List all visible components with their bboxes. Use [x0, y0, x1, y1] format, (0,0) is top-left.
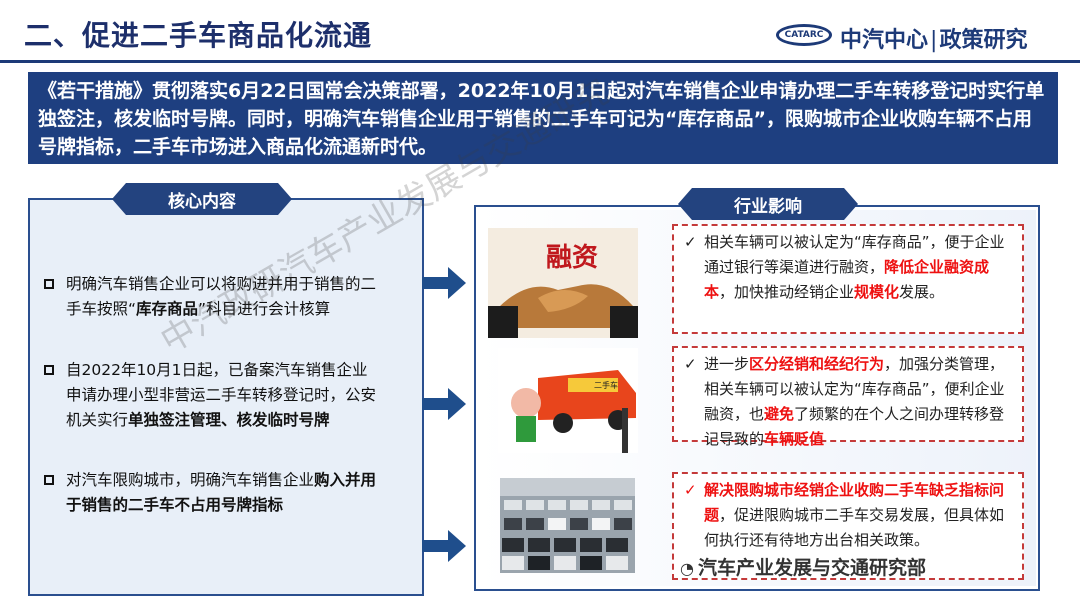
page-title: 二、促进二手车商品化流通	[24, 19, 373, 52]
intro-banner: 《若干措施》贯彻落实6月22日国常会决策部署，2022年10月1日起对汽车销售企…	[28, 72, 1058, 164]
impact-card-text: 车辆贬值	[764, 430, 825, 448]
impact-card-text: ，加强分类管理，相关车辆可以被认定为“库存商品”，便利企业融资，也	[704, 355, 1005, 423]
core-item-text: 明确汽车销售企业可以将购进并用于销售的二手车按照“	[66, 275, 377, 318]
arrow-right-icon	[422, 388, 466, 420]
car-badge-label: 二手车	[594, 380, 618, 390]
impact-card: ✓ 解决限购城市经销企业收购二手车缺乏指标问题，促进限购城市二手车交易发展，但具体…	[672, 472, 1024, 580]
square-bullet-icon	[44, 279, 54, 289]
impact-card-text: 进一步	[704, 355, 750, 373]
core-item-text: 对汽车限购城市，明确汽车销售企业	[66, 471, 315, 489]
core-item-text: ”科目进行会计核算	[198, 300, 331, 318]
handshake-financing-image: 融资	[488, 228, 638, 338]
checkmark-icon: ✓	[684, 233, 697, 251]
checkmark-icon: ✓	[684, 481, 697, 499]
square-bullet-icon	[44, 365, 54, 375]
core-item-text: 购入并用于销售的二手车不占用号牌指标	[66, 471, 377, 514]
impact-card-text: 区分经销和经纪行为	[749, 355, 885, 373]
impact-card-text: ，加快推动经销企业	[719, 283, 855, 301]
financing-label: 融资	[546, 243, 598, 273]
impact-card-text: 相关车辆可以被认定为“库存商品”，便于企业通过银行等渠道进行融资，	[704, 233, 1005, 276]
core-item-text: 自2022年10月1日起，已备案汽车销售企业申请办理小型非营运二手车转移登记时，…	[66, 361, 377, 429]
cartoon-car-image: 二手车	[498, 348, 638, 453]
impact-card-text: 避免	[764, 405, 795, 423]
arrow-right-icon	[422, 530, 466, 562]
impact-card-text: 规模化	[854, 283, 900, 301]
checkmark-icon: ✓	[684, 355, 697, 373]
impact-card: ✓ 相关车辆可以被认定为“库存商品”，便于企业通过银行等渠道进行融资，降低企业融资…	[672, 224, 1024, 334]
core-item: 对汽车限购城市，明确汽车销售企业购入并用于销售的二手车不占用号牌指标	[44, 468, 380, 518]
impact-card-text: ，促进限购城市二手车交易发展，但具体如何执行还有待地方出台相关政策。	[704, 506, 1005, 549]
title-divider	[0, 60, 1080, 63]
org-brand: 中汽中心|政策研究	[840, 28, 1028, 53]
parking-lot-image	[500, 478, 635, 573]
arrow-right-icon	[422, 267, 466, 299]
catarc-logo: CATARC	[776, 24, 832, 46]
core-item-text: 库存商品	[136, 300, 199, 318]
industry-impact-heading: 行业影响	[678, 188, 858, 220]
wechat-icon: ◔	[680, 559, 694, 578]
impact-card-text: 降低企业融资成本	[704, 258, 990, 301]
impact-card-text: 发展。	[899, 283, 945, 301]
core-item-text: 单独签注管理、核发临时号牌	[128, 411, 330, 429]
impact-card-text: 解决限购城市经销企业收购二手车缺乏指标问题	[704, 481, 1005, 524]
impact-card: ✓ 进一步区分经销和经纪行为，加强分类管理，相关车辆可以被认定为“库存商品”，便利…	[672, 346, 1024, 448]
core-item: 自2022年10月1日起，已备案汽车销售企业申请办理小型非营运二手车转移登记时，…	[44, 358, 380, 433]
footer-source: ◔汽车产业发展与交通研究部	[680, 557, 926, 579]
core-item: 明确汽车销售企业可以将购进并用于销售的二手车按照“库存商品”科目进行会计核算	[44, 272, 380, 322]
square-bullet-icon	[44, 475, 54, 485]
impact-card-text: 了频繁的在个人之间办理转移登记导致的	[704, 405, 1005, 448]
core-content-heading: 核心内容	[112, 183, 292, 215]
